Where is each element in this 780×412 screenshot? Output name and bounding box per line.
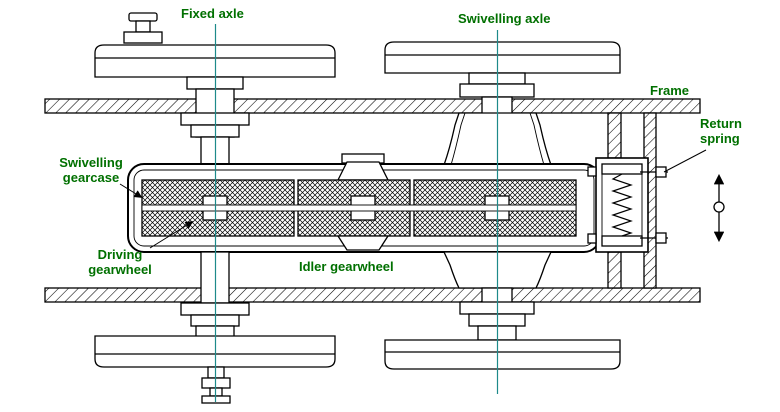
label-return-spring: Return spring — [700, 116, 742, 147]
label-frame: Frame — [650, 83, 690, 98]
frame-rail-bottom — [44, 287, 701, 303]
leader-line-return-spring — [663, 149, 707, 173]
label-driving-gearwheel: Driving gearwheel — [88, 247, 152, 278]
label-idler-gearwheel: Idler gearwheel — [299, 259, 394, 274]
leader-line-gearcase — [119, 183, 143, 198]
leader-line-driving-gearwheel — [149, 221, 194, 249]
return-spring-assembly — [587, 157, 668, 253]
label-swivelling-gearcase: Swivelling gearcase — [59, 155, 123, 186]
return-spring-coil — [611, 173, 633, 237]
label-swivelling-axle: Swivelling axle — [458, 11, 551, 26]
label-fixed-axle: Fixed axle — [181, 6, 244, 21]
leader-lines — [119, 149, 707, 249]
swivelling-axle-bottom-wheel — [384, 251, 621, 370]
swivel-motion-arrow — [713, 173, 725, 243]
frame-rail-top — [44, 98, 701, 114]
gear-mesh-line — [141, 204, 577, 212]
